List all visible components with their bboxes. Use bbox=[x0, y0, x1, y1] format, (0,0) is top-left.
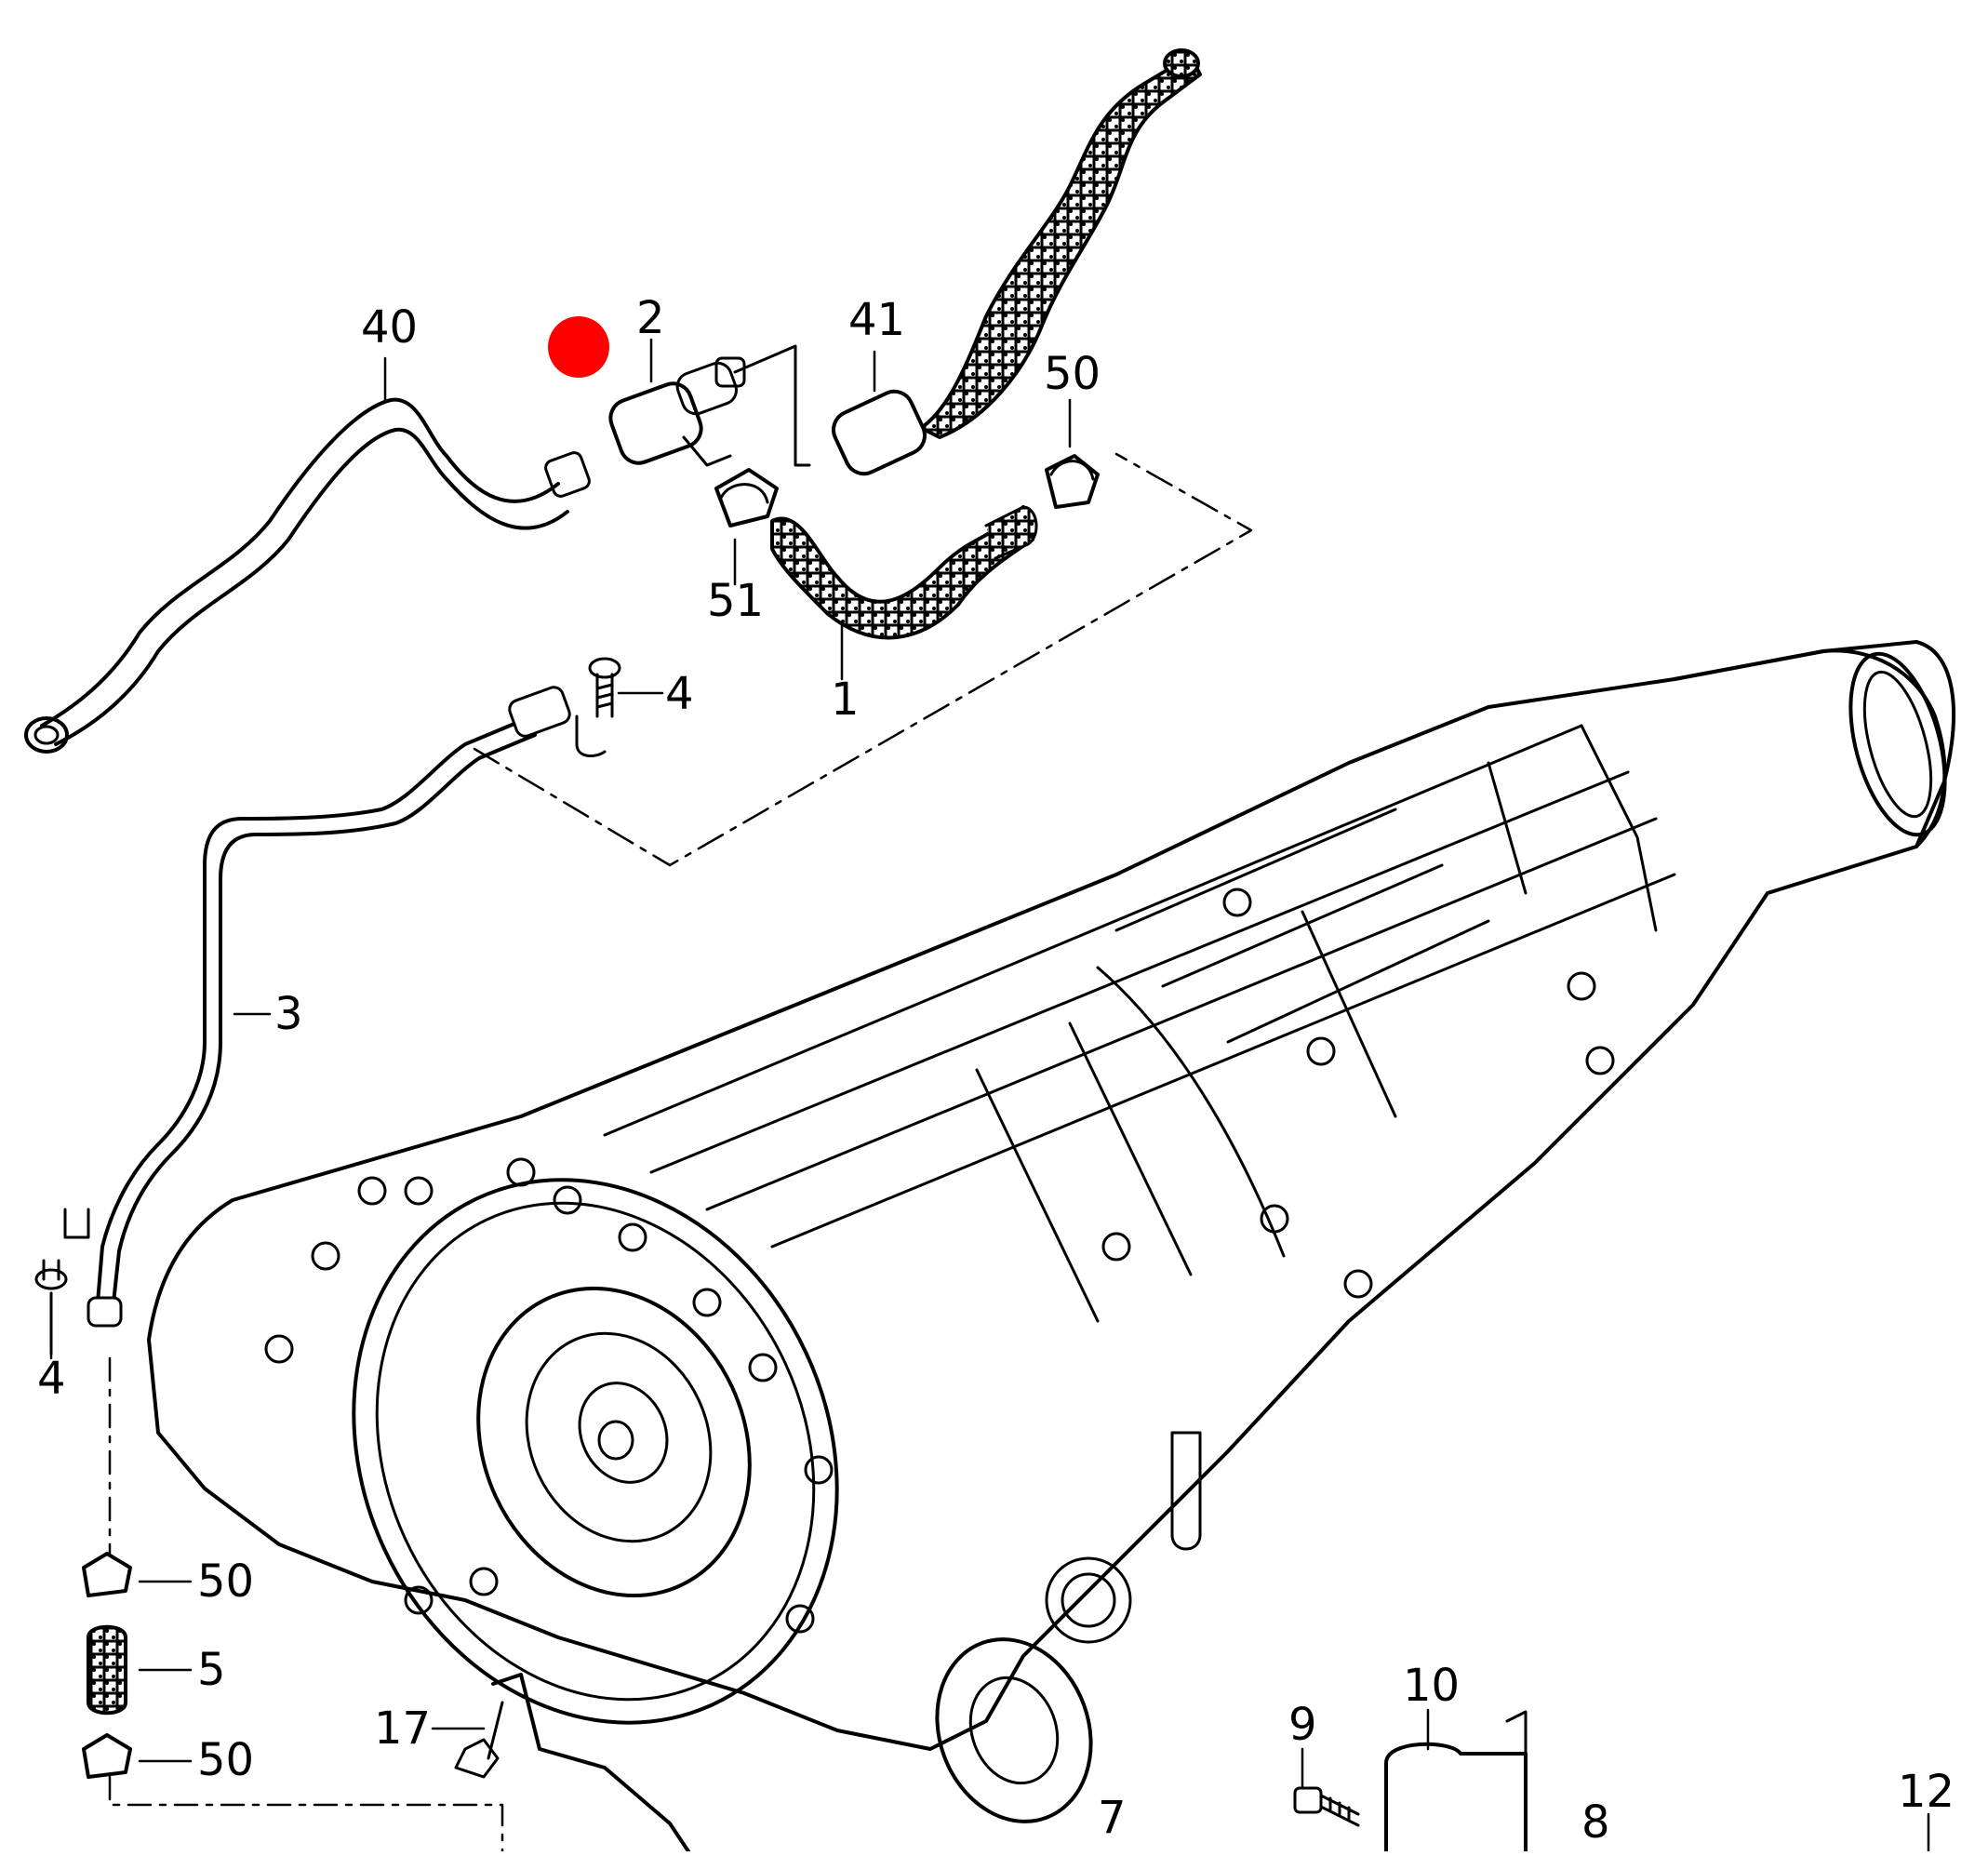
callout-50-upper: 50 bbox=[1044, 348, 1101, 400]
hose-41 bbox=[832, 48, 1202, 476]
hose-1 bbox=[770, 505, 1038, 640]
bracket-17 bbox=[454, 1673, 690, 1853]
clamp-50-upper bbox=[1045, 454, 1100, 509]
callout-4-left: 4 bbox=[37, 1353, 66, 1405]
clamp-50-lower-a bbox=[82, 1552, 132, 1597]
callout-50-lower-a: 50 bbox=[197, 1556, 255, 1608]
red-marker-dot bbox=[548, 316, 609, 378]
callout-2: 2 bbox=[636, 292, 665, 344]
callout-12: 12 bbox=[1898, 1766, 1955, 1818]
part-10-cover bbox=[1384, 1710, 1528, 1853]
clamp-50-lower-b bbox=[82, 1733, 132, 1779]
hose-5 bbox=[87, 1624, 127, 1716]
callout-7: 7 bbox=[1098, 1792, 1127, 1844]
transmission-housing bbox=[147, 640, 1955, 1823]
callout-5: 5 bbox=[197, 1644, 226, 1696]
hose-40 bbox=[24, 397, 591, 754]
callout-1: 1 bbox=[831, 674, 860, 726]
clamp-51 bbox=[714, 468, 779, 527]
callout-17: 17 bbox=[374, 1702, 432, 1755]
callout-9: 9 bbox=[1288, 1699, 1317, 1751]
valve-2 bbox=[608, 344, 811, 467]
callout-4-upper: 4 bbox=[665, 668, 694, 720]
callout-41: 41 bbox=[848, 294, 906, 346]
part-9-bolt bbox=[1293, 1786, 1360, 1827]
pipe-3 bbox=[87, 686, 571, 1328]
callout-40: 40 bbox=[361, 301, 419, 354]
callout-3: 3 bbox=[274, 988, 303, 1040]
callout-10: 10 bbox=[1403, 1660, 1461, 1712]
callout-51: 51 bbox=[707, 575, 765, 627]
callout-50-lower-b: 50 bbox=[197, 1734, 255, 1786]
bolt-4-left bbox=[34, 1208, 90, 1355]
callout-8: 8 bbox=[1581, 1796, 1610, 1849]
bolt-4-upper bbox=[575, 657, 621, 757]
leader-lines bbox=[49, 338, 1930, 1853]
